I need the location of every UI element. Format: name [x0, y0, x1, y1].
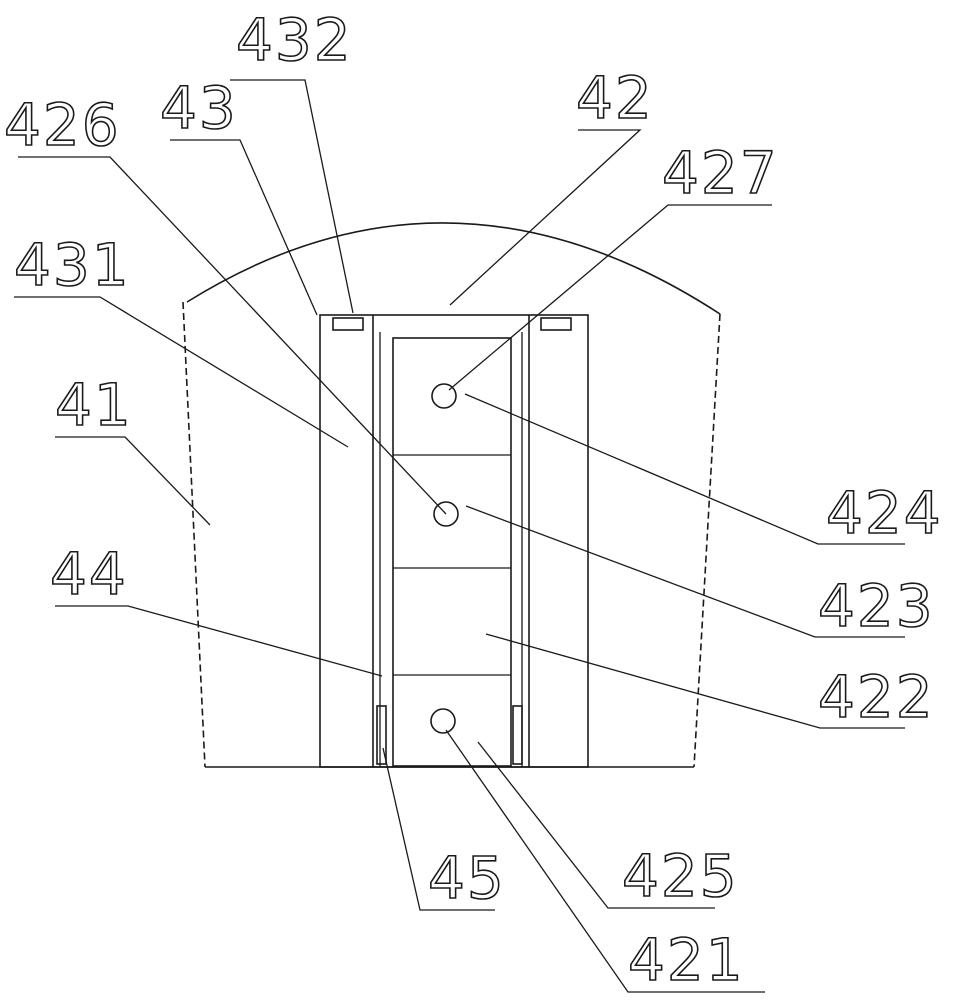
label-425: 425	[622, 842, 739, 910]
leader-42	[450, 130, 640, 305]
leader-432	[230, 80, 353, 313]
slide-channel	[380, 332, 522, 767]
label-45: 45	[428, 844, 506, 912]
label-427: 427	[662, 139, 779, 207]
label-431: 431	[14, 231, 131, 299]
label-43: 43	[160, 74, 238, 142]
leader-426	[18, 157, 446, 514]
label-424: 424	[826, 479, 943, 547]
inner-carrier	[393, 338, 511, 766]
label-41: 41	[55, 371, 133, 439]
label-44: 44	[50, 540, 128, 608]
main-frame	[320, 315, 588, 767]
housing-top-arc	[187, 223, 720, 314]
leader-43	[170, 140, 317, 315]
label-42: 42	[576, 64, 654, 132]
label-426: 426	[4, 91, 121, 159]
carrier-outer	[393, 338, 511, 766]
leader-44	[55, 606, 382, 676]
hole-421	[431, 709, 455, 733]
right-top-block	[541, 318, 571, 330]
label-421: 421	[628, 926, 745, 994]
label-432: 432	[236, 6, 353, 74]
frame-outer	[320, 315, 588, 767]
housing-left-side	[183, 302, 205, 767]
label-422: 422	[818, 663, 935, 731]
leader-41	[55, 437, 210, 525]
label-423: 423	[818, 572, 935, 640]
stop-block-right	[513, 706, 522, 764]
leader-427	[449, 205, 772, 390]
reference-labels: 432 426 43 42 427 431 41 424 423 44 422 …	[4, 6, 943, 994]
outer-housing	[183, 223, 720, 767]
left-top-block-432	[333, 318, 363, 330]
